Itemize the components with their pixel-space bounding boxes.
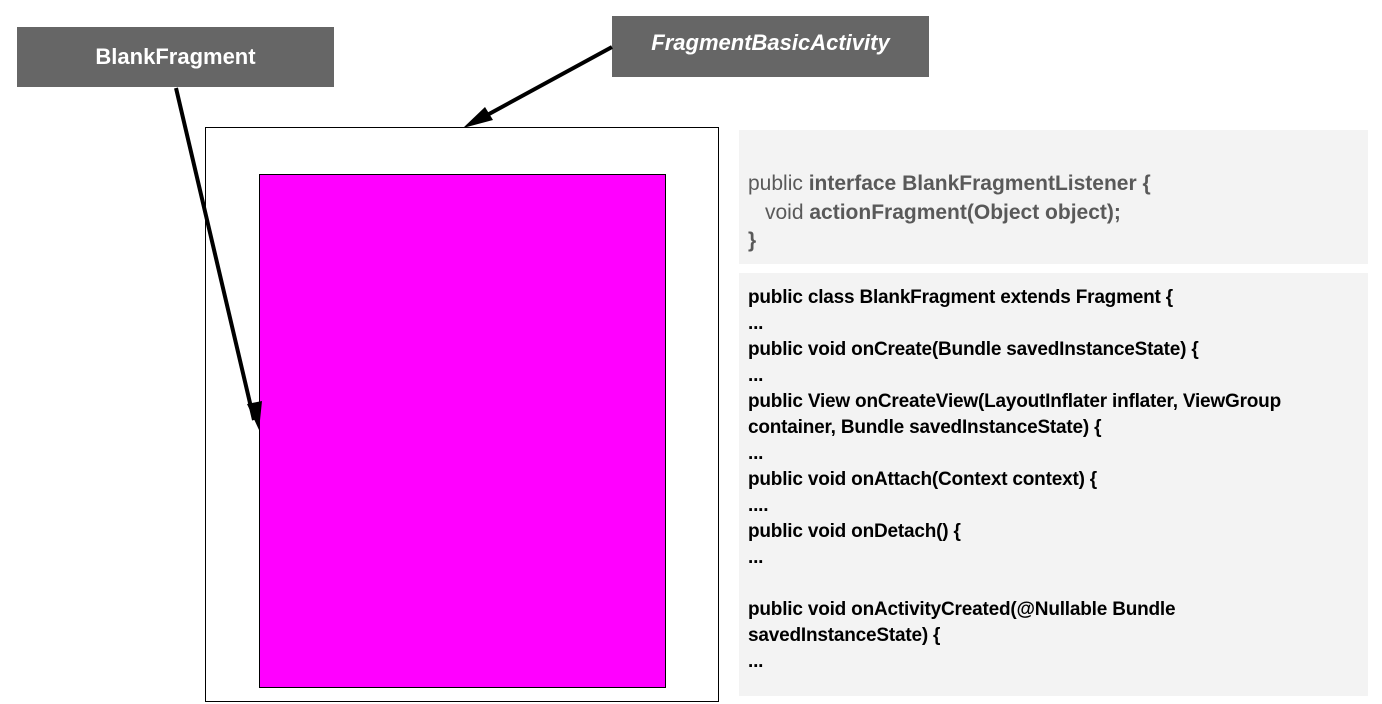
blank-fragment-label: BlankFragment (17, 27, 334, 87)
interface-line-2: void actionFragment(Object object); (748, 199, 1368, 228)
listener-interface-code: public interface BlankFragmentListener {… (739, 130, 1368, 264)
class-code-line: ... (748, 365, 764, 386)
class-code-line: ... (748, 547, 764, 568)
class-code-line: ... (748, 651, 764, 672)
blank-fragment-class-code: public class BlankFragment extends Fragm… (739, 273, 1368, 696)
class-code-line (748, 571, 1368, 597)
class-code-line: public View onCreateView(LayoutInflater … (748, 391, 1281, 412)
class-code-line: public void onAttach(Context context) { (748, 469, 1097, 490)
class-code-line: container, Bundle savedInstanceState) { (748, 417, 1102, 438)
class-code-line: ... (748, 313, 764, 334)
interface-line-3: } (748, 229, 757, 252)
activity-arrowhead (463, 107, 493, 128)
class-code-line: public void onCreate(Bundle savedInstanc… (748, 339, 1199, 360)
method-declaration: actionFragment(Object object); (809, 200, 1121, 224)
method-keyword: void (765, 200, 810, 224)
class-code-line: ... (748, 443, 764, 464)
class-code-line: .... (748, 495, 769, 516)
interface-declaration: interface BlankFragmentListener { (808, 172, 1151, 195)
class-code-line: public void onDetach() { (748, 521, 961, 542)
class-code-line: savedInstanceState) { (748, 625, 941, 646)
interface-line-1: public interface BlankFragmentListener { (748, 170, 1368, 199)
fragment-basic-activity-label: FragmentBasicActivity (612, 16, 929, 77)
activity-arrow (477, 45, 613, 122)
interface-keyword: public (748, 172, 809, 195)
class-code-line: public void onActivityCreated(@Nullable … (748, 599, 1176, 620)
fragment-area (259, 174, 666, 688)
class-code-line: public class BlankFragment extends Fragm… (748, 287, 1173, 308)
